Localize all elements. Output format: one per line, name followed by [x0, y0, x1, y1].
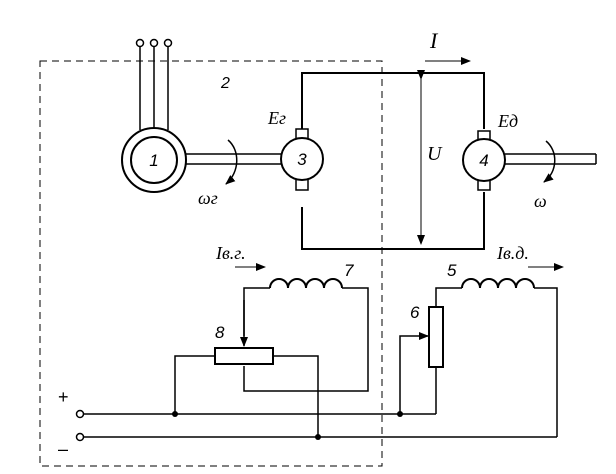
supply-terminals	[75, 409, 85, 442]
induction-motor-number: 1	[149, 151, 158, 170]
current-label: I	[429, 28, 439, 53]
emf-generator-label: Eг	[267, 108, 286, 128]
dc-motor-4: 4	[462, 130, 506, 191]
field-current-generator-label: Iв.г.	[215, 243, 246, 263]
emf-motor-label: Eд	[497, 111, 518, 131]
motor-field-winding-number: 5	[447, 261, 457, 280]
armature-circuit	[301, 72, 485, 250]
three-phase-supply	[135, 38, 173, 130]
supply-buses	[84, 413, 557, 438]
generator-field-winding	[269, 278, 343, 289]
generator-field-winding-number: 7	[344, 261, 354, 280]
dc-motor-number: 4	[479, 151, 488, 170]
unit-2-label: 2	[220, 75, 230, 92]
field-current-motor-label: Iв.д.	[496, 243, 529, 263]
motor-rheostat	[428, 306, 444, 368]
motor-field-winding	[461, 278, 535, 289]
minus-label: –	[58, 439, 68, 459]
dashed-boundary	[39, 60, 383, 467]
junction-dots	[172, 411, 403, 440]
generator-rheostat-number: 8	[215, 323, 225, 342]
motor-field-wiring	[399, 287, 558, 437]
omega-motor-label: ω	[534, 191, 547, 211]
shaft-generator	[186, 153, 282, 165]
voltage-label: U	[427, 143, 443, 165]
rotation-arrow-motor	[543, 140, 556, 183]
plus-label: +	[58, 387, 69, 407]
generator-3: 3	[280, 128, 324, 191]
generator-number: 3	[297, 150, 307, 169]
motor-rheostat-number: 6	[410, 303, 420, 322]
shaft-motor	[505, 153, 597, 165]
rotation-arrow-generator	[225, 139, 238, 185]
generator-rheostat	[214, 347, 274, 365]
generator-field-wiring	[174, 287, 369, 437]
omega-generator-label: ωг	[198, 188, 218, 208]
induction-motor-1: 1	[121, 127, 187, 193]
